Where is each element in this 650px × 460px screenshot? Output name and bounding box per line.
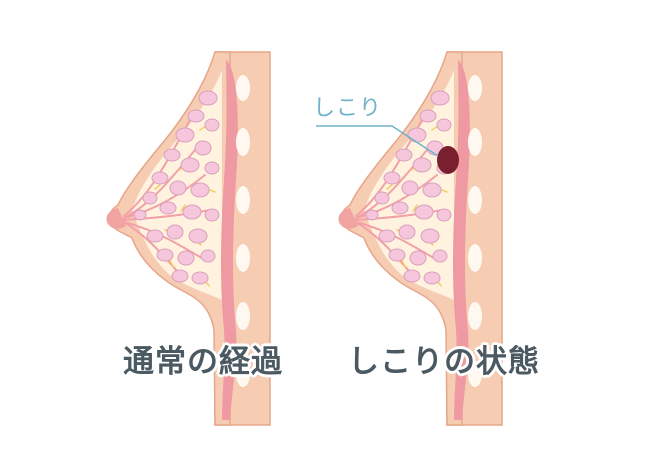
breast-with-lump [316,51,503,426]
caption-normal: 通常の経過 [123,344,283,380]
lump-mark [437,146,459,174]
caption-lump: しこりの状態 [348,344,540,380]
lump-label: しこり [313,96,383,121]
lump-leader-line [316,125,439,157]
